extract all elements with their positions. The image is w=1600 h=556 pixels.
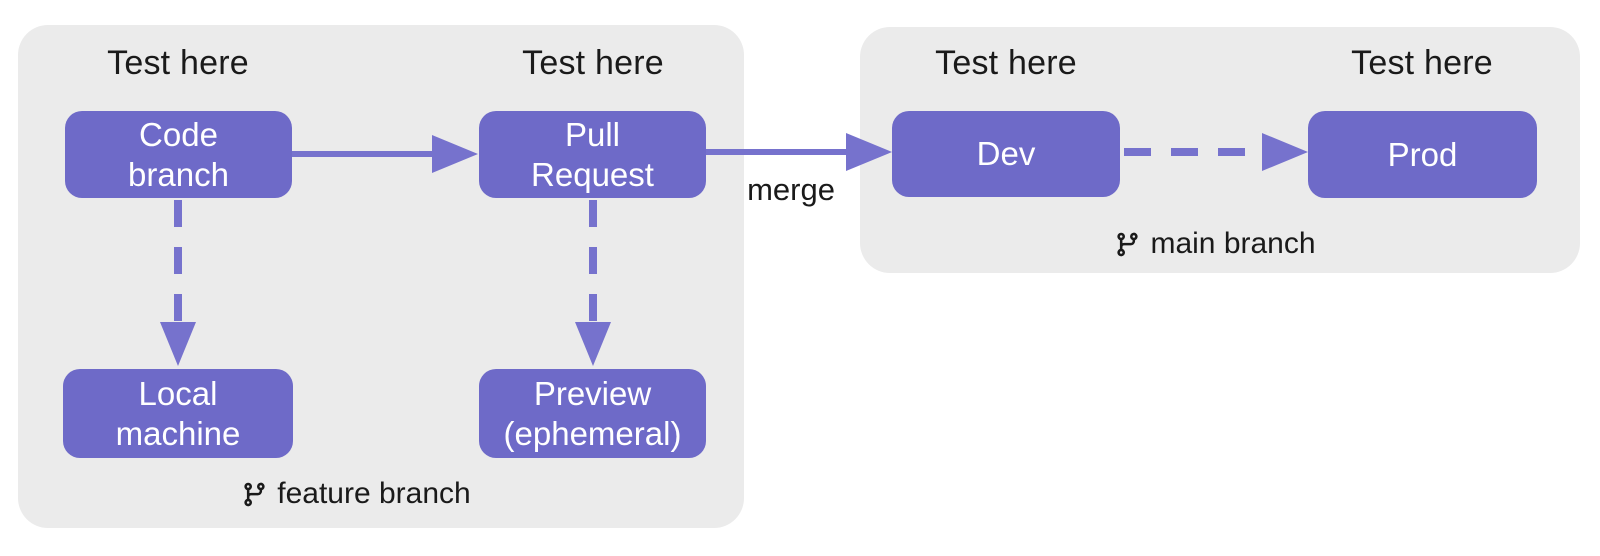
feature-branch-label-text: feature branch bbox=[277, 477, 471, 510]
main-branch-label-text: main branch bbox=[1150, 227, 1316, 260]
git-branch-icon bbox=[244, 482, 265, 506]
node-label-line: Code bbox=[139, 115, 218, 153]
test-here-label-prod: Test here bbox=[1351, 44, 1493, 82]
node-label-line: Pull bbox=[564, 115, 621, 153]
node-dev: Dev bbox=[892, 111, 1120, 197]
git-branch-icon bbox=[1117, 232, 1139, 256]
node-label-line: Local bbox=[138, 374, 218, 412]
test-here-label-pull-request: Test here bbox=[522, 44, 664, 82]
node-prod: Prod bbox=[1308, 111, 1537, 198]
node-label-line: Prod bbox=[1387, 135, 1458, 173]
node-local-machine: Local machine bbox=[63, 369, 293, 458]
node-label-line: machine bbox=[115, 414, 241, 452]
node-preview-ephemeral: Preview (ephemeral) bbox=[479, 369, 706, 458]
merge-label: merge bbox=[747, 172, 835, 207]
node-code-branch: Code branch bbox=[65, 111, 292, 198]
node-label-line: (ephemeral) bbox=[503, 414, 682, 452]
node-label-line: Dev bbox=[976, 135, 1036, 172]
node-label-line: Preview bbox=[533, 374, 652, 412]
node-label-line: Request bbox=[531, 155, 654, 193]
test-here-label-dev: Test here bbox=[935, 44, 1077, 82]
feature-branch-label: feature branch bbox=[206, 477, 506, 511]
node-pull-request: Pull Request bbox=[479, 111, 706, 198]
main-branch-label: main branch bbox=[1065, 227, 1365, 261]
node-label-line: branch bbox=[128, 155, 229, 193]
test-here-label-code-branch: Test here bbox=[107, 44, 249, 82]
